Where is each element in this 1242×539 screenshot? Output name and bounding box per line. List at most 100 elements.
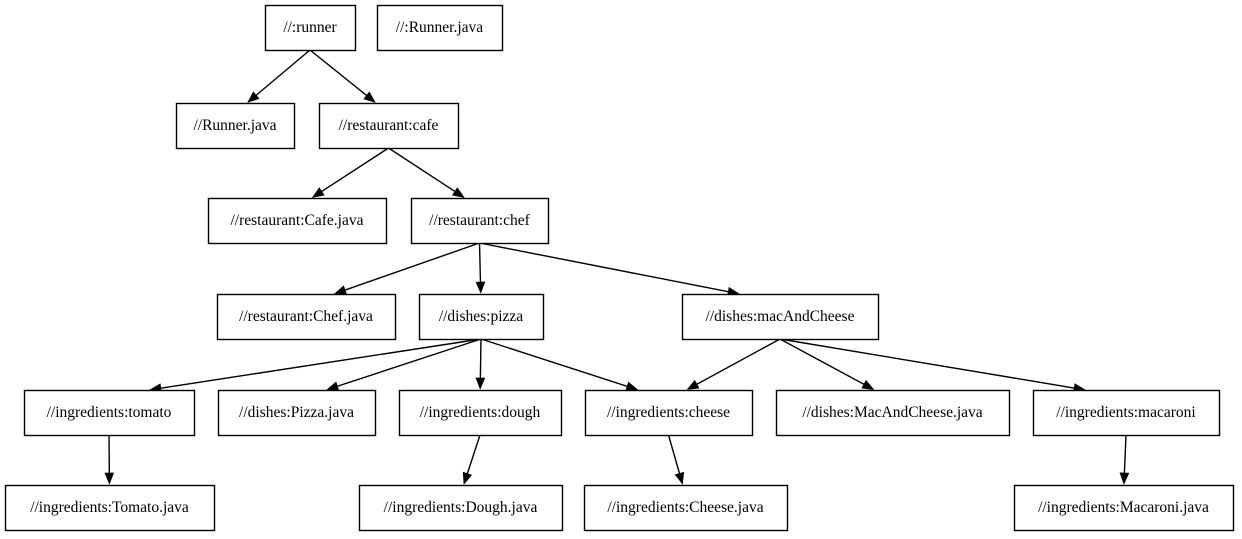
- graph-node[interactable]: //ingredients:macaroni: [1032, 389, 1221, 437]
- graph-edge: [311, 147, 389, 198]
- graph-node[interactable]: //dishes:macAndCheese: [681, 293, 880, 341]
- graph-edge: [1119, 434, 1130, 485]
- node-label: //ingredients:macaroni: [1056, 404, 1196, 421]
- graph-node[interactable]: //restaurant:Chef.java: [216, 293, 397, 341]
- node-label: //ingredients:Cheese.java: [607, 499, 763, 516]
- edge-line: [779, 338, 1075, 389]
- graph-edge: [779, 338, 875, 390]
- node-label: //:runner: [283, 19, 337, 36]
- graph-edge: [667, 434, 685, 485]
- edge-line: [321, 147, 389, 193]
- graph-edge: [326, 338, 482, 391]
- graph-node[interactable]: //Runner.java: [175, 102, 296, 150]
- graph-node[interactable]: //ingredients:Tomato.java: [4, 484, 216, 532]
- edge-arrowhead: [451, 187, 465, 198]
- graph-node[interactable]: //ingredients:Dough.java: [358, 484, 564, 532]
- edge-line: [480, 338, 628, 387]
- node-label: //dishes:pizza: [439, 308, 523, 325]
- graph-edge: [388, 147, 465, 198]
- graph-edge: [686, 338, 781, 390]
- node-box[interactable]: [418, 293, 545, 341]
- node-box[interactable]: [398, 389, 563, 437]
- edge-arrowhead: [674, 471, 685, 485]
- node-box[interactable]: [376, 4, 504, 52]
- node-label: //restaurant:cafe: [339, 117, 439, 134]
- edge-arrowhead: [326, 381, 340, 391]
- graph-node[interactable]: //:runner: [264, 4, 357, 52]
- node-box[interactable]: [583, 484, 789, 532]
- node-box[interactable]: [175, 102, 296, 150]
- node-label: //restaurant:chef: [429, 212, 531, 229]
- node-box[interactable]: [1032, 389, 1221, 437]
- graph-node[interactable]: //ingredients:Macaroni.java: [1013, 484, 1235, 532]
- graph-node[interactable]: //dishes:Pizza.java: [217, 389, 377, 437]
- graph-edge: [480, 338, 639, 391]
- node-label: //ingredients:Macaroni.java: [1038, 499, 1209, 516]
- graph-node[interactable]: //ingredients:Cheese.java: [583, 484, 789, 532]
- graph-node[interactable]: //ingredients:dough: [398, 389, 563, 437]
- graph-node[interactable]: //ingredients:cheese: [584, 389, 754, 437]
- graph-edge: [475, 338, 486, 390]
- node-box[interactable]: [216, 293, 397, 341]
- edge-line: [667, 434, 681, 474]
- node-box[interactable]: [1013, 484, 1235, 532]
- graph-edge: [149, 338, 482, 393]
- node-box[interactable]: [4, 484, 216, 532]
- edge-arrowhead: [311, 187, 325, 198]
- node-label: //dishes:MacAndCheese.java: [802, 404, 982, 421]
- graph-edge: [309, 49, 376, 103]
- node-box[interactable]: [681, 293, 880, 341]
- edge-arrowhead: [462, 471, 473, 485]
- node-box[interactable]: [410, 197, 550, 245]
- graph-node[interactable]: //restaurant:chef: [410, 197, 550, 245]
- edge-line: [466, 434, 481, 474]
- node-label: //ingredients:tomato: [47, 404, 172, 421]
- graph-node[interactable]: //restaurant:Cafe.java: [207, 197, 388, 245]
- node-label: //:Runner.java: [396, 19, 484, 36]
- edge-arrowhead: [686, 379, 700, 390]
- graph-edge: [479, 242, 740, 297]
- node-box[interactable]: [264, 4, 357, 52]
- node-box[interactable]: [775, 389, 1011, 437]
- graph-node[interactable]: //dishes:pizza: [418, 293, 545, 341]
- node-box[interactable]: [584, 389, 754, 437]
- edge-line: [478, 242, 482, 283]
- edge-arrowhead: [333, 285, 347, 295]
- node-label: //dishes:Pizza.java: [239, 404, 354, 421]
- edge-line: [779, 338, 865, 385]
- node-label: //ingredients:dough: [420, 404, 541, 421]
- graph-node[interactable]: //ingredients:tomato: [23, 389, 196, 437]
- node-box[interactable]: [23, 389, 196, 437]
- node-label: //restaurant:Chef.java: [239, 308, 373, 325]
- edge-line: [479, 242, 729, 293]
- edge-line: [1123, 434, 1127, 474]
- node-box[interactable]: [217, 389, 377, 437]
- graph-edge: [779, 338, 1086, 393]
- edge-arrowhead: [861, 379, 875, 390]
- edge-line: [344, 242, 480, 291]
- graph-edge: [462, 434, 481, 485]
- graph-node[interactable]: //:Runner.java: [376, 4, 504, 52]
- edge-line: [337, 338, 482, 387]
- graph-edge: [475, 242, 486, 294]
- graph-node[interactable]: //dishes:MacAndCheese.java: [775, 389, 1011, 437]
- node-label: //restaurant:Cafe.java: [231, 212, 364, 229]
- graph-edge: [104, 434, 115, 485]
- node-label: //ingredients:cheese: [607, 404, 730, 421]
- graph-node[interactable]: //restaurant:cafe: [318, 102, 460, 150]
- edge-line: [479, 338, 482, 379]
- node-label: //Runner.java: [193, 117, 276, 134]
- graph-edge: [333, 242, 480, 295]
- node-box[interactable]: [318, 102, 460, 150]
- node-box[interactable]: [358, 484, 564, 532]
- edge-arrowhead: [363, 91, 376, 103]
- node-label: //ingredients:Tomato.java: [30, 499, 189, 516]
- edge-arrowhead: [475, 377, 486, 390]
- node-box[interactable]: [207, 197, 388, 245]
- node-label: //ingredients:Dough.java: [384, 499, 538, 516]
- edge-line: [388, 147, 456, 193]
- edge-line: [696, 338, 781, 385]
- graph-nodes-layer: //:runner //:Runner.java //Runner.java //re…: [4, 4, 1235, 532]
- edge-line: [255, 49, 311, 96]
